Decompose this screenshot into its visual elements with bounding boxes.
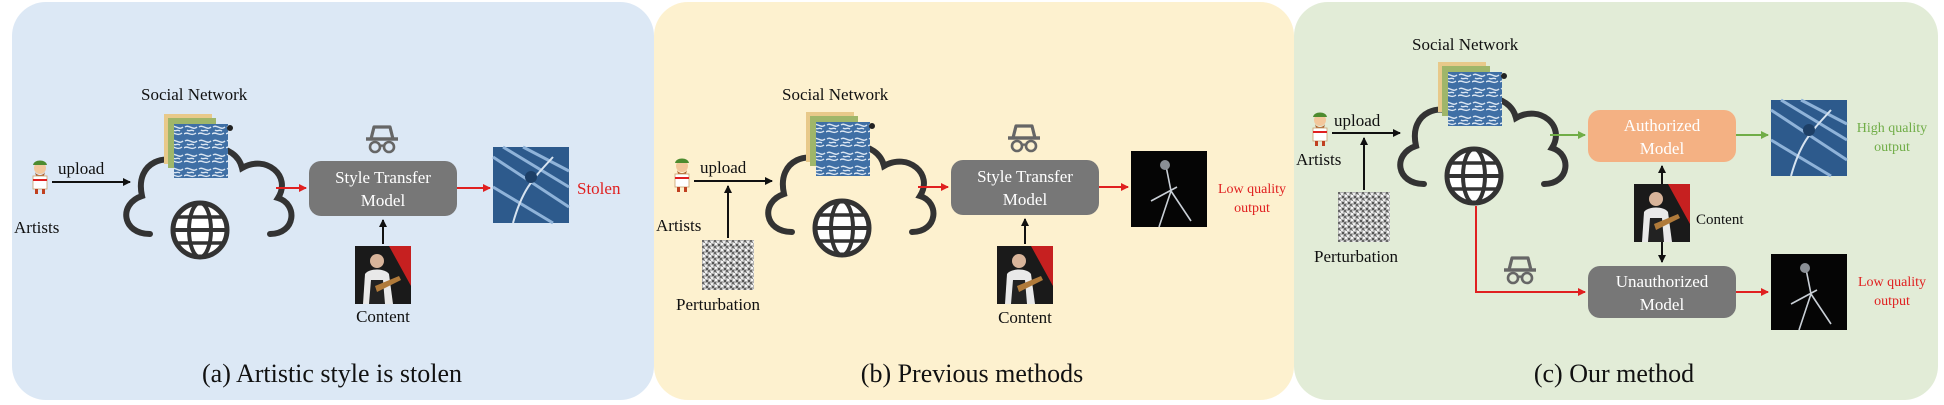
- upload-label: upload: [1334, 111, 1381, 130]
- model-label-line2: Model: [1003, 190, 1048, 209]
- caption-b: (b) Previous methods: [861, 359, 1083, 388]
- style-transfer-model-box: [309, 161, 457, 216]
- authorized-label-line1: Authorized: [1624, 116, 1701, 135]
- style-transfer-model-box: [951, 160, 1099, 215]
- noise-perturbation-icon: [1338, 192, 1390, 242]
- artist-icon: [1312, 111, 1328, 147]
- low-quality-label-line1: Low quality: [1858, 275, 1926, 290]
- globe-icon: [173, 203, 227, 257]
- content-label: Content: [1696, 212, 1744, 228]
- artist-icon: [674, 157, 690, 193]
- artists-label: Artists: [1296, 150, 1341, 169]
- panel-a: Artists upload Social Network Style Tran…: [12, 2, 654, 400]
- content-label: Content: [998, 308, 1052, 327]
- low-quality-output-icon: [1130, 150, 1208, 228]
- high-quality-label-line2: output: [1874, 140, 1910, 155]
- authorized-model-box: [1588, 110, 1736, 162]
- stylized-output-icon: [491, 145, 571, 225]
- unauthorized-red-arrow: [1475, 206, 1586, 296]
- authorized-label-line2: Model: [1640, 139, 1685, 158]
- unauthorized-label-line1: Unauthorized: [1616, 272, 1709, 291]
- low-quality-label-line2: output: [1874, 294, 1910, 309]
- panel-b: Artists upload Perturbation Social Netwo…: [654, 2, 1294, 400]
- artists-label: Artists: [656, 216, 701, 235]
- stolen-label: Stolen: [577, 179, 621, 198]
- caption-c: (c) Our method: [1534, 359, 1694, 388]
- caption-a: (a) Artistic style is stolen: [202, 359, 462, 388]
- perturbation-label: Perturbation: [1314, 247, 1399, 266]
- unauthorized-model-box: [1588, 266, 1736, 318]
- content-photo-icon: [355, 246, 411, 304]
- panel-c-background: [1294, 2, 1938, 400]
- stylized-output-icon: [1769, 98, 1849, 178]
- globe-icon: [1447, 149, 1501, 203]
- upload-label: upload: [58, 159, 105, 178]
- artist-icon: [32, 159, 48, 195]
- globe-icon: [815, 201, 869, 255]
- model-label-line1: Style Transfer: [977, 167, 1073, 186]
- social-network-label: Social Network: [782, 85, 889, 104]
- social-network-label: Social Network: [1412, 35, 1519, 54]
- noise-perturbation-icon: [702, 240, 754, 290]
- panel-c: Artists upload Perturbation Social Netwo…: [1294, 2, 1938, 400]
- model-label-line2: Model: [361, 191, 406, 210]
- upload-label: upload: [700, 158, 747, 177]
- artists-label: Artists: [14, 218, 59, 237]
- content-photo-icon: [997, 246, 1053, 304]
- content-photo-icon: [1634, 184, 1690, 242]
- model-label-line1: Style Transfer: [335, 168, 431, 187]
- low-quality-label-line2: output: [1234, 201, 1270, 216]
- content-label: Content: [356, 307, 410, 326]
- high-quality-label-line1: High quality: [1857, 121, 1927, 136]
- perturbation-label: Perturbation: [676, 295, 761, 314]
- social-network-label: Social Network: [141, 85, 248, 104]
- low-quality-output-icon: [1770, 253, 1848, 331]
- low-quality-label-line1: Low quality: [1218, 182, 1286, 197]
- unauthorized-label-line2: Model: [1640, 295, 1685, 314]
